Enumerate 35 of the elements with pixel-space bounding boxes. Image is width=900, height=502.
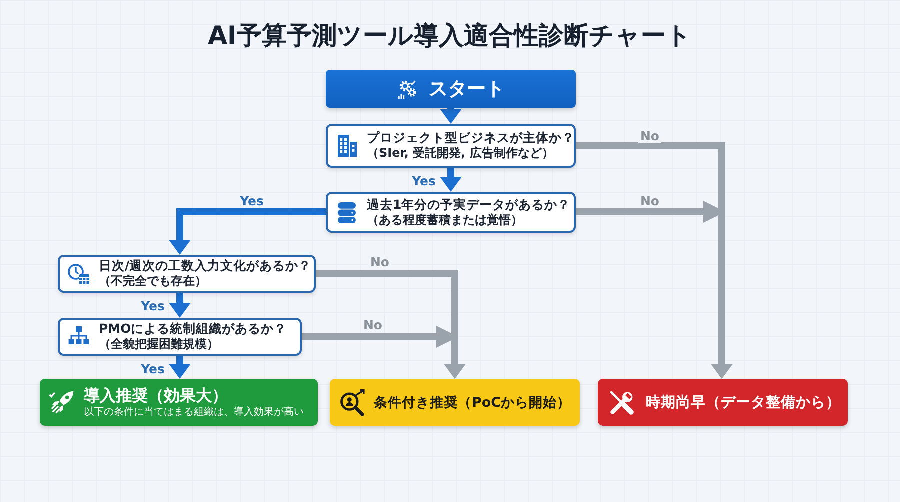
arrow <box>302 326 466 379</box>
question-text: PMOによる統制組織があるか？ <box>99 321 288 338</box>
result-title: 導入推奨（効果大） <box>84 386 229 406</box>
result-note: 以下の条件に当てはまる組織は、導入効果が高い <box>84 406 304 420</box>
hint-text: （SIer, 受託開発, 広告制作など） <box>367 146 555 162</box>
arrow <box>440 168 462 192</box>
decision-box <box>58 255 316 293</box>
arrow <box>169 208 326 255</box>
edge-label: Yes <box>139 362 167 376</box>
arrow <box>169 356 191 379</box>
decision-box <box>326 124 576 168</box>
decision-box <box>58 318 302 356</box>
hint-text: （ある程度蓄積または覚悟） <box>367 212 524 228</box>
arrow <box>576 201 733 379</box>
result-box <box>40 379 318 426</box>
result-title: 時期尚早（データ整備から） <box>646 394 841 412</box>
result-box <box>330 379 580 426</box>
result-title: 条件付き推奨（PoCから開始） <box>374 394 572 412</box>
edge-label: No <box>368 254 392 270</box>
result-box <box>598 379 848 426</box>
edge-label: No <box>638 128 662 144</box>
edge-label: Yes <box>139 298 167 314</box>
edge-label: Yes <box>238 194 266 208</box>
arrow <box>440 108 462 124</box>
start-box <box>326 70 576 108</box>
decision-box <box>326 192 576 233</box>
question-text: 過去1年分の予実データがあるか？ <box>367 196 570 213</box>
edge-label: Yes <box>410 174 438 188</box>
hint-text: （不完全でも存在） <box>99 274 208 290</box>
chart-title: AI予算予測ツール導入適合性診断チャート <box>208 21 692 51</box>
arrow <box>169 293 191 318</box>
hint-text: （全貌把握困難規模） <box>99 337 220 353</box>
question-text: 日次/週次の工数入力文化があるか？ <box>99 258 310 274</box>
question-text: プロジェクト型ビジネスが主体か？ <box>367 130 570 146</box>
start-label: スタート <box>429 77 505 102</box>
